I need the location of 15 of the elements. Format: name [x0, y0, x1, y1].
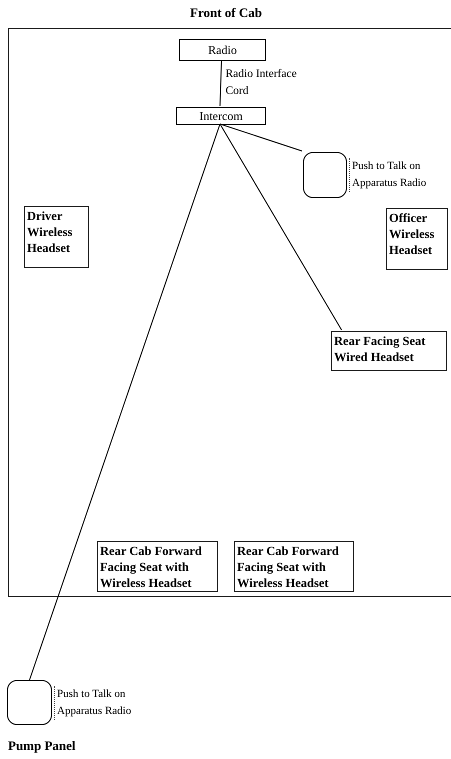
- connector-line: [220, 60, 222, 106]
- connector-line: [29, 124, 220, 680]
- headset-box: Rear Facing Seat Wired Headset: [331, 331, 447, 371]
- device-box: Intercom: [176, 107, 266, 125]
- area-heading: Front of Cab: [189, 5, 263, 21]
- connector-line: [220, 124, 302, 152]
- headset-box: Rear Cab Forward Facing Seat with Wireless Headset: [97, 541, 218, 592]
- connector-line: [220, 124, 342, 330]
- device-box: Radio: [179, 39, 266, 61]
- headset-box: Officer Wireless Headset: [386, 208, 448, 270]
- headset-box: Rear Cab Forward Facing Seat with Wireless Headset: [234, 541, 354, 592]
- note-text: Push to Talk on Apparatus Radio: [54, 686, 153, 720]
- area-label: Pump Panel: [8, 738, 76, 754]
- headset-box: Driver Wireless Headset: [24, 206, 89, 268]
- note-text: Push to Talk on Apparatus Radio: [349, 158, 448, 192]
